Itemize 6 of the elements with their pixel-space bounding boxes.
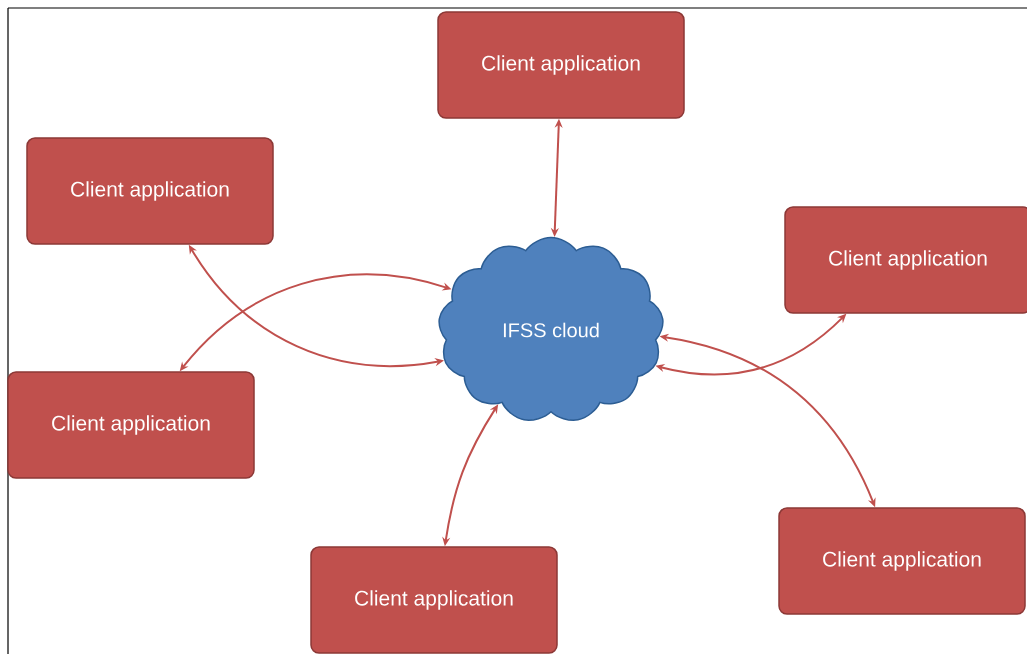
application-box: Client application [7,371,255,479]
application-box: Client application [437,11,685,119]
application-box: Client application [26,137,274,245]
application-box: Client application [778,507,1026,615]
application-box: Client application [784,206,1027,314]
application-box: Client application [310,546,558,654]
